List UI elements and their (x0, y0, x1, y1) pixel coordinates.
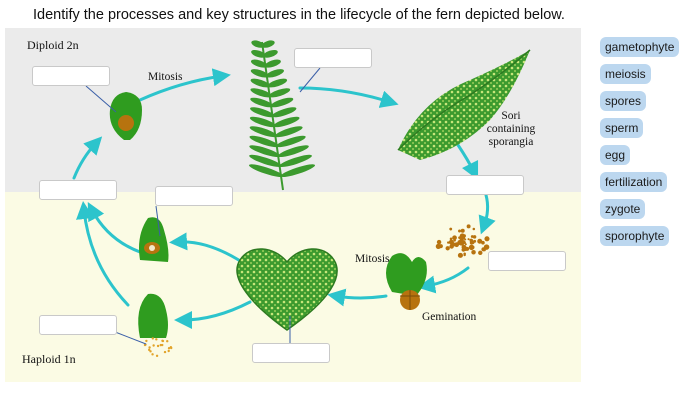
answer-chip-sporophyte[interactable]: sporophyte (600, 226, 670, 246)
germination-label: Gemination (422, 311, 477, 323)
arrow-archegonium-to-fertilization (87, 202, 142, 254)
answer-chip-sperm[interactable]: sperm (600, 118, 644, 138)
drop-target-fertilization[interactable] (39, 180, 117, 200)
arrow-germinating-to-gametophyte (327, 288, 388, 307)
leader-zygote (85, 85, 117, 113)
gametophyte-illustration (236, 248, 338, 331)
sori-label: Sori containing sporangia (486, 110, 536, 148)
arrow-frond-to-spores (456, 143, 479, 181)
leader-sporophyte (299, 67, 321, 93)
answer-chip-fertilization[interactable]: fertilization (600, 172, 668, 192)
sporophyte-illustration (248, 40, 316, 191)
drop-target-sperm[interactable] (39, 315, 117, 335)
drop-target-sporophyte[interactable] (294, 48, 372, 68)
answer-chip-gametophyte[interactable]: gametophyte (600, 37, 680, 57)
zygote-illustration (109, 92, 142, 140)
spores-illustration (435, 224, 490, 258)
drop-target-spores[interactable] (488, 251, 566, 271)
drop-target-zygote[interactable] (32, 66, 110, 86)
arrow-antheridium-to-fertilization (76, 201, 130, 307)
arrow-sporophyte-to-frond (298, 86, 399, 108)
arrow-into-spores (478, 193, 496, 235)
mitosis-bottom-label: Mitosis (355, 253, 390, 265)
answer-bank: gametophyte meiosis spores sperm egg fer… (600, 37, 690, 253)
arrow-fertilization-to-zygote (72, 136, 103, 180)
drop-target-meiosis[interactable] (446, 175, 524, 195)
diploid-label: Diploid 2n (27, 38, 79, 52)
question-text: Identify the processes and key structure… (33, 7, 565, 23)
drop-target-egg[interactable] (155, 186, 233, 206)
fertile-frond-illustration (397, 49, 531, 160)
arrow-gametophyte-to-antheridium (174, 300, 252, 329)
answer-chip-spores[interactable]: spores (600, 91, 647, 111)
arrow-spores-to-germinating (417, 266, 470, 294)
haploid-label: Haploid 1n (22, 352, 76, 366)
answer-chip-meiosis[interactable]: meiosis (600, 64, 651, 84)
arrow-zygote-to-sporophyte (138, 68, 231, 102)
leader-archegonium (155, 205, 161, 237)
archegonium-illustration (139, 217, 169, 262)
antheridium-illustration (138, 293, 173, 358)
drop-target-gametophyte[interactable] (252, 343, 330, 363)
arrow-gametophyte-to-archegonium (169, 232, 250, 268)
answer-chip-egg[interactable]: egg (600, 145, 631, 165)
germinating-spore-illustration (386, 253, 427, 310)
mitosis-top-label: Mitosis (148, 71, 183, 83)
answer-chip-zygote[interactable]: zygote (600, 199, 646, 219)
